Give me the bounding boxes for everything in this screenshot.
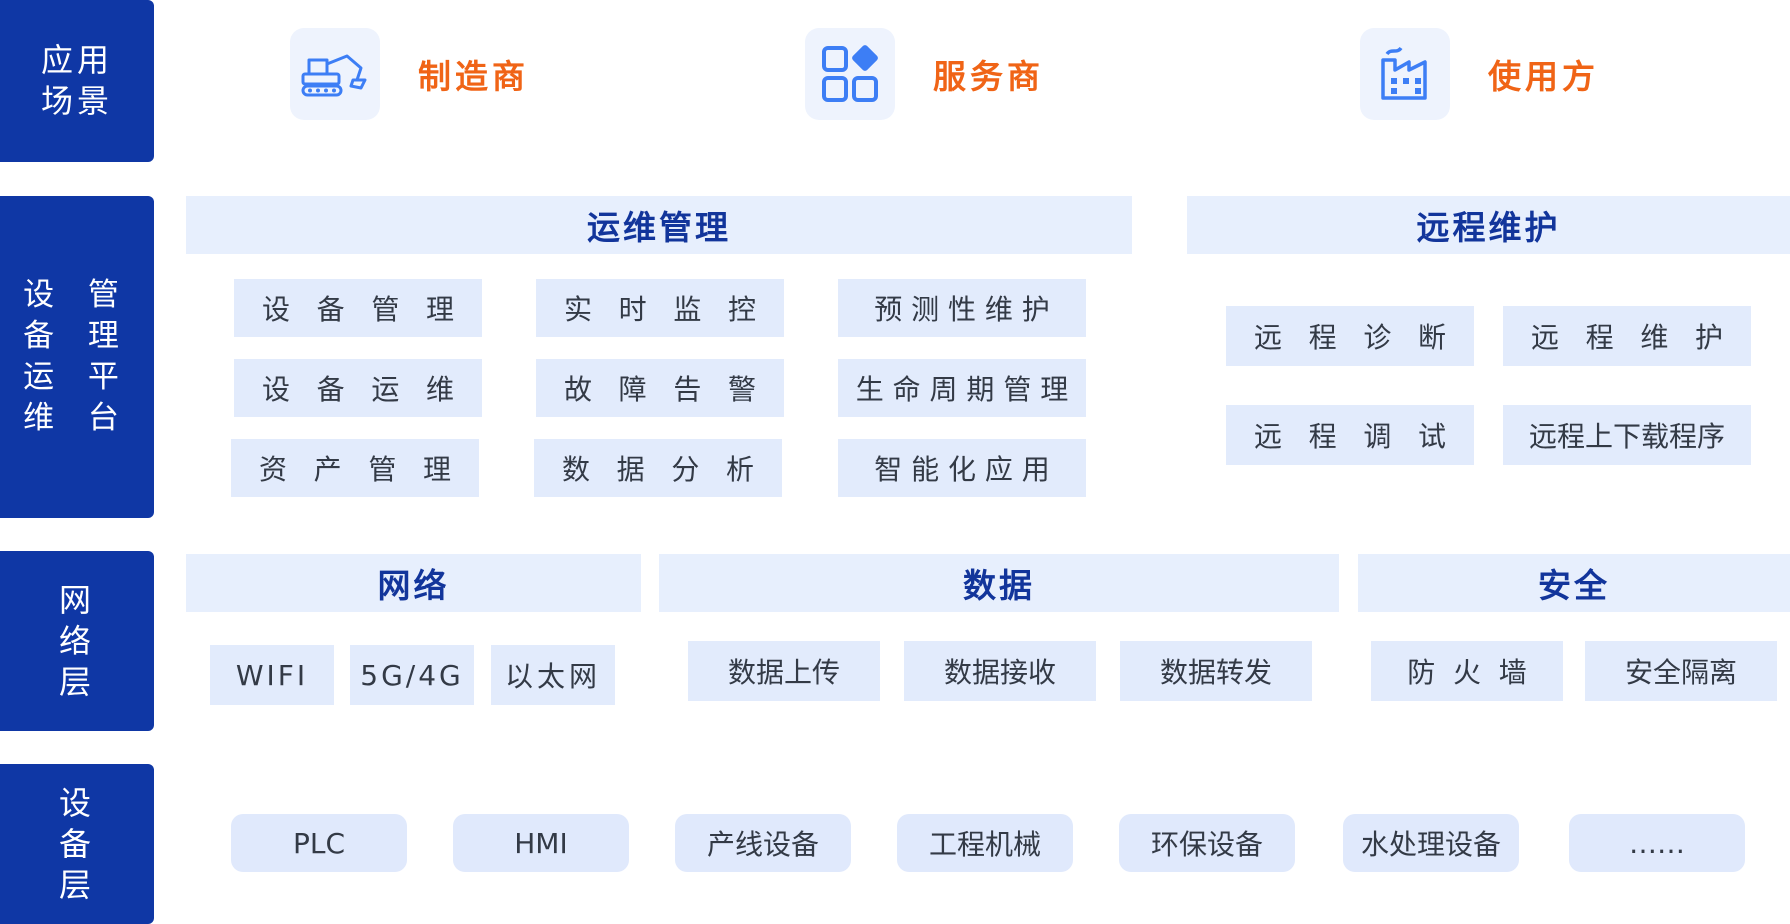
device-item: 环保设备 xyxy=(1119,814,1295,872)
layer-label-network-text: 网 络 层 xyxy=(58,580,95,701)
security-item: 防 火 墙 xyxy=(1371,641,1563,701)
ops-management-header: 运维管理 xyxy=(186,196,1132,254)
ops-item: 预 测 性 维 护 xyxy=(838,279,1086,337)
data-item: 数据转发 xyxy=(1120,641,1312,701)
layer-label-network: 网 络 层 xyxy=(0,551,154,731)
remote-item: 远程上下载程序 xyxy=(1503,405,1751,465)
scenario-user: 使用方 xyxy=(1360,28,1599,120)
data-header: 数据 xyxy=(659,554,1339,612)
ops-item: 故 障 告 警 xyxy=(536,359,784,417)
layer-label-application: 应用 场景 xyxy=(0,0,154,162)
ops-item: 智 能 化 应 用 xyxy=(838,439,1086,497)
security-header: 安全 xyxy=(1358,554,1790,612)
scenario-label-user: 使用方 xyxy=(1488,57,1599,96)
device-item: HMI xyxy=(453,814,629,872)
data-item: 数据上传 xyxy=(688,641,880,701)
device-item: PLC xyxy=(231,814,407,872)
scenario-label-service-provider: 服务商 xyxy=(933,57,1044,96)
ops-management-title: 运维管理 xyxy=(587,208,731,247)
scenario-manufacturer: 制造商 xyxy=(290,28,529,120)
remote-item: 远 程 维 护 xyxy=(1503,306,1751,366)
network-item: WIFI xyxy=(210,645,334,705)
layer-label-platform-text: 设 管 备 理 运 平 维 台 xyxy=(23,277,131,436)
security-item: 安全隔离 xyxy=(1585,641,1777,701)
network-item: 以太网 xyxy=(491,645,615,705)
scenario-service-provider: 服务商 xyxy=(805,28,1044,120)
scenario-label-manufacturer: 制造商 xyxy=(418,57,529,96)
ops-item: 生 命 周 期 管 理 xyxy=(838,359,1086,417)
network-item: 5G/4G xyxy=(350,645,474,705)
remote-item: 远 程 调 试 xyxy=(1226,405,1474,465)
layer-label-device: 设 备 层 xyxy=(0,764,154,924)
ops-item: 资 产 管 理 xyxy=(231,439,479,497)
network-title: 网络 xyxy=(377,566,450,605)
data-item: 数据接收 xyxy=(904,641,1096,701)
factory-icon xyxy=(1360,28,1450,120)
apps-grid-icon xyxy=(805,28,895,120)
security-title: 安全 xyxy=(1538,566,1610,605)
device-item: 产线设备 xyxy=(675,814,851,872)
remote-maintenance-title: 远程维护 xyxy=(1416,208,1561,247)
data-title: 数据 xyxy=(963,566,1035,605)
device-item: 工程机械 xyxy=(897,814,1073,872)
network-header: 网络 xyxy=(186,554,641,612)
layer-label-device-text: 设 备 层 xyxy=(58,783,95,904)
ops-item: 实 时 监 控 xyxy=(536,279,784,337)
ops-item: 设 备 运 维 xyxy=(234,359,482,417)
remote-item: 远 程 诊 断 xyxy=(1226,306,1474,366)
layer-label-platform: 设 管 备 理 运 平 维 台 xyxy=(0,196,154,518)
device-item: 水处理设备 xyxy=(1343,814,1519,872)
ops-item: 数 据 分 析 xyxy=(534,439,782,497)
device-item: …… xyxy=(1569,814,1745,872)
layer-label-application-text: 应用 场景 xyxy=(40,41,113,120)
ops-item: 设 备 管 理 xyxy=(234,279,482,337)
remote-maintenance-header: 远程维护 xyxy=(1187,196,1790,254)
excavator-icon xyxy=(290,28,380,120)
